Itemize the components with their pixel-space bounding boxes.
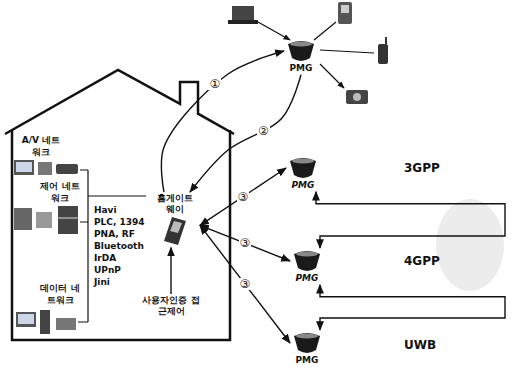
callout-number: ① xyxy=(208,78,221,90)
pmg-icon xyxy=(292,331,322,355)
connector xyxy=(320,285,505,330)
connector xyxy=(161,51,284,192)
callout-number: ③ xyxy=(239,237,252,249)
callout-number: ② xyxy=(257,125,270,137)
connector xyxy=(190,75,301,192)
protocol-label: Havi xyxy=(94,204,117,216)
device-link xyxy=(258,22,374,88)
pmg-icon xyxy=(286,39,316,63)
network-name: 4GPP xyxy=(404,254,440,268)
pmg-body xyxy=(294,251,320,271)
gateway-screen xyxy=(170,221,182,233)
pmg-rim xyxy=(290,42,312,47)
gateway-icon xyxy=(160,215,190,247)
pmg-rim xyxy=(296,334,318,339)
protocol-label: Bluetooth xyxy=(94,240,144,252)
protocol-label: UPnP xyxy=(94,264,121,276)
connector xyxy=(316,192,505,248)
gateway-node: 홈게이트 웨이 xyxy=(150,192,200,248)
house-roof xyxy=(5,70,234,134)
mobile-devices xyxy=(228,2,388,104)
pmg-icon xyxy=(292,249,322,273)
pmg-node: PMG3GPP xyxy=(286,155,320,192)
protocol-label: PLC, 1394 xyxy=(94,216,145,228)
node-label: PMG xyxy=(296,273,319,284)
pmg-icon xyxy=(288,156,318,180)
pmg-body xyxy=(294,333,320,353)
home-network-wire xyxy=(78,170,146,322)
network-name: 3GPP xyxy=(404,161,440,175)
node-label: PMG xyxy=(290,63,313,74)
network-label: A/V 네트워크 xyxy=(20,134,62,158)
gateway-body xyxy=(164,217,186,245)
pmg-node: PMG4GPP xyxy=(290,248,324,285)
auth-node: 사용자인증 접근제어 xyxy=(140,294,202,318)
network-label: 제어 네트워크 xyxy=(40,180,80,204)
node-label: 홈게이트 웨이 xyxy=(152,193,198,215)
connector xyxy=(170,248,171,294)
network-label: 데이터 네트워크 xyxy=(38,282,82,306)
pmg-body xyxy=(288,41,314,61)
house-wall xyxy=(12,130,230,340)
node-label: 사용자인증 접근제어 xyxy=(142,295,200,317)
av-devices xyxy=(14,160,78,175)
control-devices xyxy=(14,206,78,234)
callout-number: ③ xyxy=(239,278,252,290)
connector xyxy=(200,225,290,343)
network-name: UWB xyxy=(404,338,436,352)
pmg-rim xyxy=(296,252,318,257)
pmg-rim xyxy=(292,159,314,164)
data-devices xyxy=(16,310,76,334)
pmg-body xyxy=(290,158,316,178)
node-label: PMG xyxy=(296,355,319,366)
network-cloud xyxy=(436,199,504,291)
connector xyxy=(200,168,286,225)
pmg-node: PMG xyxy=(284,38,318,75)
pmg-node: PMGUWB xyxy=(290,330,324,367)
node-label: PMG xyxy=(292,180,315,191)
protocol-label: PNA, RF xyxy=(94,228,135,240)
protocol-label: Jini xyxy=(94,276,110,288)
protocol-label: IrDA xyxy=(94,252,116,264)
callout-number: ③ xyxy=(237,191,250,203)
